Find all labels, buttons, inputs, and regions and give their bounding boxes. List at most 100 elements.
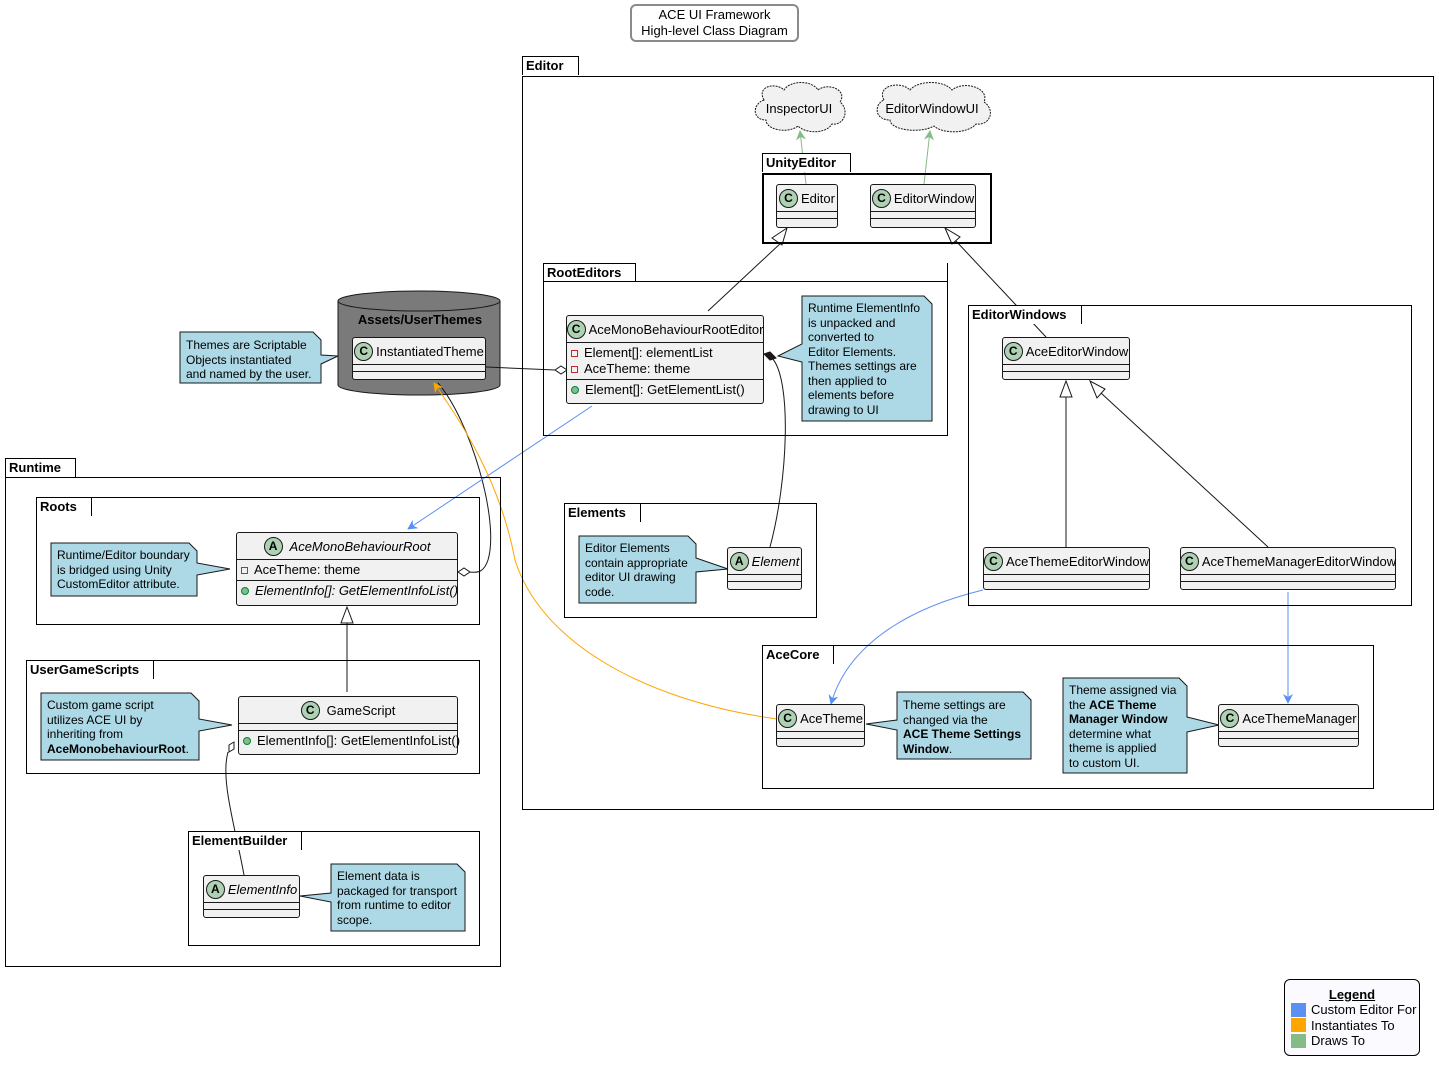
note-game-script [40, 692, 233, 761]
class-name: AceMonoBehaviourRootEditor [588, 321, 764, 337]
private-icon [241, 566, 248, 574]
package-tab-elements: Elements [564, 503, 641, 522]
cloud-label-inspector-ui: InspectorUI [765, 101, 833, 116]
method-get-element-list: Element[]: GetElementList() [571, 382, 759, 398]
diagram-title: ACE UI Framework High-level Class Diagra… [630, 4, 799, 42]
class-name: Element [751, 553, 800, 569]
legend-item-instantiates-to: Instantiates To [1291, 1018, 1419, 1034]
cloud-inspector-ui [754, 82, 846, 133]
class-spot-icon: C [983, 551, 1003, 571]
package-editor [522, 76, 1434, 810]
public-icon [241, 587, 249, 595]
package-runtime [5, 477, 501, 967]
class-name: AceThemeManagerEditorWindow [1201, 553, 1397, 569]
class-spot-icon: C [1220, 708, 1240, 728]
edge-themeeditor-custom-editor-for-acetheme [828, 589, 984, 705]
cloud-label-editor-window-ui: EditorWindowUI [885, 101, 979, 116]
class-spot-icon: C [778, 708, 798, 728]
cloud-editor-window-ui [876, 82, 991, 133]
class-spot-icon: C [1179, 551, 1199, 571]
package-element-builder [188, 831, 480, 946]
package-root-editors [543, 263, 948, 436]
class-name: AceEditorWindow [1025, 343, 1129, 359]
edge-rooteditor-custom-editor-for-root [407, 405, 593, 530]
note-theme-assigned-text: Theme assigned via the ACE Theme Manager… [1069, 683, 1177, 770]
package-tab-unity-editor: UnityEditor [762, 153, 852, 172]
package-tab-user-game-scripts: UserGameScripts [26, 660, 155, 679]
class-spot-icon: C [779, 188, 799, 208]
class-spot-icon: C [300, 700, 320, 720]
legend-swatch-blue [1291, 1002, 1306, 1017]
edge-acetheme-instantiates-to-theme [433, 382, 778, 720]
class-spot-icon: C [354, 341, 374, 361]
note-element-data [299, 863, 466, 932]
public-icon [571, 386, 579, 394]
legend-item-draws-to: Draws To [1291, 1033, 1419, 1049]
class-name: AceTheme [800, 710, 863, 726]
field-theme: AceTheme: theme [571, 361, 759, 377]
legend: Legend Custom Editor For Instantiates To… [1284, 979, 1420, 1056]
package-elements [564, 503, 817, 618]
note-themes [179, 331, 339, 384]
title-line-2: High-level Class Diagram [641, 23, 788, 38]
abstract-spot-icon: A [729, 551, 749, 571]
class-spot-icon: C [566, 319, 586, 339]
legend-swatch-orange [1291, 1018, 1306, 1033]
package-editor-windows [968, 305, 1412, 606]
method-get-element-info-list: ElementInfo[]: GetElementInfoList() [243, 733, 460, 749]
class-name: AceMonoBehaviourRoot [289, 538, 431, 554]
package-tab-root-editors: RootEditors [543, 263, 637, 282]
class-name: ElementInfo [227, 881, 298, 897]
class-name: EditorWindow [893, 190, 975, 206]
database-label: Assets/UserThemes [357, 312, 483, 327]
class-spot-icon: C [1003, 341, 1023, 361]
edge-elementinfo-aggregated-by-gamescript [225, 741, 245, 876]
field-theme: AceTheme: theme [241, 562, 453, 578]
field-element-list: Element[]: elementList [571, 345, 759, 361]
edge-editorwindow-draws-ui [923, 130, 934, 185]
package-user-game-scripts [26, 660, 480, 774]
package-tab-runtime: Runtime [5, 458, 76, 477]
edge-thememanager-extends-aceeditor [1089, 379, 1269, 548]
abstract-spot-icon: A [205, 879, 225, 899]
package-unity-editor [762, 173, 992, 244]
class-spot-icon: C [871, 188, 891, 208]
class-name: InstantiatedTheme [376, 343, 484, 359]
package-tab-editor: Editor [522, 56, 579, 75]
public-icon [243, 737, 251, 745]
note-theme-settings [865, 691, 1032, 760]
legend-swatch-green [1291, 1033, 1306, 1048]
legend-item-custom-editor-for: Custom Editor For [1291, 1002, 1419, 1018]
package-roots [36, 497, 480, 625]
class-name: Editor [801, 190, 835, 206]
title-line-1: ACE UI Framework [658, 7, 771, 22]
class-name: AceThemeManager [1242, 710, 1357, 726]
package-ace-core [762, 645, 1374, 789]
class-name: AceThemeEditorWindow [1005, 553, 1150, 569]
abstract-spot-icon: A [263, 536, 283, 556]
edge-theme-aggregated-by-root [437, 382, 492, 577]
private-icon [571, 365, 578, 373]
note-boundary [50, 542, 231, 597]
note-runtime-info [776, 295, 933, 422]
edge-gamescript-extends-root [340, 605, 354, 692]
